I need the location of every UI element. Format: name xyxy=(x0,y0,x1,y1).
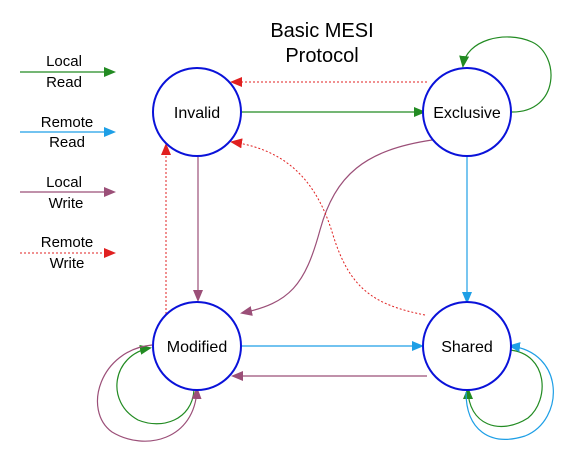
edge-shared-self-remote-read xyxy=(465,342,554,440)
legend-local-read-line2: Read xyxy=(46,74,82,91)
state-shared: Shared xyxy=(422,301,512,391)
edge-modified-self-local-read xyxy=(116,344,195,425)
legend-remote-read-line1: Remote xyxy=(41,114,94,131)
edge-exclusive-self-local-read xyxy=(459,36,552,113)
legend-remote-write-line1: Remote xyxy=(41,234,94,251)
edge-shared-invalid-remote-write xyxy=(230,138,426,316)
state-modified: Modified xyxy=(152,301,242,391)
legend-remote-read: Remote Read xyxy=(20,114,116,151)
diagram-title-line1: Basic MESI xyxy=(270,20,373,42)
edge-modified-self-local-write xyxy=(96,344,202,442)
edge-shared-self-local-read xyxy=(463,349,543,427)
legend-remote-read-line2: Read xyxy=(49,134,85,151)
state-exclusive: Exclusive xyxy=(422,67,512,157)
legend: Local Read Remote Read Local Write Remot… xyxy=(20,53,116,272)
legend-local-write-line2: Write xyxy=(49,195,84,212)
legend-local-read: Local Read xyxy=(20,53,116,91)
state-invalid-label: Invalid xyxy=(174,105,220,122)
diagram-title-line2: Protocol xyxy=(285,45,358,67)
legend-local-write: Local Write xyxy=(20,174,116,212)
legend-remote-write-line2: Write xyxy=(50,255,85,272)
edge-exclusive-modified-local-write xyxy=(240,139,433,316)
transitions xyxy=(96,36,554,442)
legend-local-read-line1: Local xyxy=(46,53,82,70)
legend-remote-write: Remote Write xyxy=(20,234,116,272)
state-modified-label: Modified xyxy=(167,339,227,356)
legend-local-write-line1: Local xyxy=(46,174,82,191)
state-shared-label: Shared xyxy=(441,339,493,356)
state-invalid: Invalid xyxy=(152,67,242,157)
state-exclusive-label: Exclusive xyxy=(433,105,501,122)
